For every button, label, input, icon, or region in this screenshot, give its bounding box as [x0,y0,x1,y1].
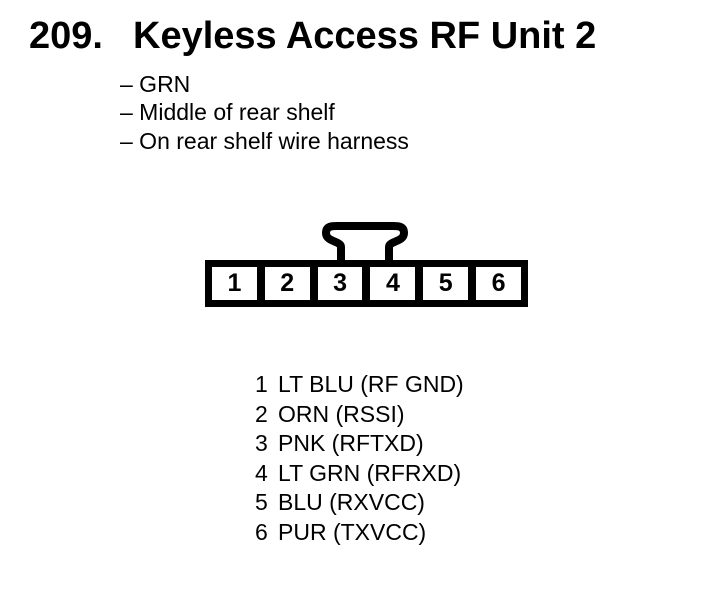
figure-number: 209. [29,15,103,57]
figure-title: 209. Keyless Access RF Unit 2 [29,17,596,55]
connector-cavity-6: 6 [476,267,521,300]
pin-number: 5 [255,489,268,516]
pin-description: LT GRN (RFRXD) [278,459,462,486]
pin-number: 4 [255,459,268,486]
connector-cavity-4: 4 [370,267,416,300]
connector-cavity-1: 1 [212,267,257,300]
pin-number: 6 [255,518,268,545]
pin-row: 5 BLU (RXVCC) [255,488,464,518]
pin-row: 4 LT GRN (RFRXD) [255,459,464,489]
note-line: – GRN [120,71,191,97]
location-notes: – GRN – Middle of rear shelf – On rear s… [120,70,409,155]
pin-row: 2 ORN (RSSI) [255,400,464,430]
pin-list: 1 LT BLU (RF GND) 2 ORN (RSSI) 3 PNK (RF… [255,370,464,547]
connector-cavity-3: 3 [317,267,363,300]
pin-description: PNK (RFTXD) [278,430,424,457]
connector-latch-icon [321,222,409,260]
pin-description: BLU (RXVCC) [278,489,425,516]
pin-description: LT BLU (RF GND) [278,371,464,398]
pin-description: PUR (TXVCC) [278,518,427,545]
pin-row: 6 PUR (TXVCC) [255,518,464,548]
figure-title-text: Keyless Access RF Unit 2 [133,15,597,57]
pin-row: 3 PNK (RFTXD) [255,429,464,459]
pin-number: 3 [255,430,268,457]
connector-cavity-5: 5 [423,267,469,300]
note-line: – Middle of rear shelf [120,99,335,126]
pin-description: ORN (RSSI) [278,400,405,427]
pin-row: 1 LT BLU (RF GND) [255,370,464,400]
connector-body: 1 2 3 4 5 6 [205,260,528,307]
pin-number: 1 [255,371,268,398]
connector-cavity-2: 2 [264,267,310,300]
note-line: – On rear shelf wire harness [120,127,409,154]
pin-number: 2 [255,400,268,427]
